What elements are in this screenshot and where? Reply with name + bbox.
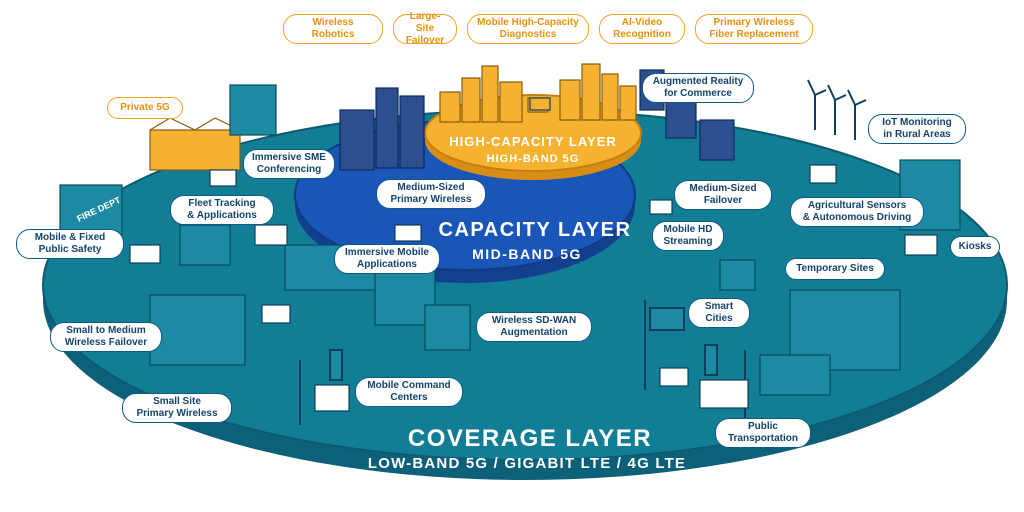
label-temporary-sites: Temporary Sites — [785, 258, 885, 280]
label-iot-rural: IoT Monitoring in Rural Areas — [868, 114, 966, 144]
label-mobile-hd-streaming: Mobile HD Streaming — [652, 221, 724, 251]
label-mobile-command: Mobile Command Centers — [355, 377, 463, 407]
label-mobile-fixed-safety: Mobile & Fixed Public Safety — [16, 229, 124, 259]
label-agricultural-sensors: Agricultural Sensors & Autonomous Drivin… — [790, 197, 924, 227]
capacity-layer-subtitle: MID-BAND 5G — [472, 246, 582, 262]
coverage-layer-title: COVERAGE LAYER — [408, 425, 652, 452]
private-5g-building — [149, 117, 241, 171]
high-capacity-layer-title: HIGH-CAPACITY LAYER — [449, 134, 617, 149]
label-small-medium-failover: Small to Medium Wireless Failover — [50, 322, 162, 352]
label-immersive-mobile: Immersive Mobile Applications — [334, 244, 440, 274]
label-large-site-failover: Large-Site Failover — [393, 11, 457, 46]
label-private-5g: Private 5G — [107, 97, 183, 119]
high-capacity-layer-subtitle: HIGH-BAND 5G — [487, 153, 580, 165]
label-immersive-sme: Immersive SME Conferencing — [243, 149, 335, 179]
label-augmented-reality: Augmented Reality for Commerce — [642, 73, 754, 103]
label-mobile-high-capacity-diagnostics: Mobile High-Capacity Diagnostics — [467, 14, 589, 44]
label-medium-sized-failover: Medium-Sized Failover — [674, 180, 772, 210]
label-primary-wireless-fiber-replacement: Primary Wireless Fiber Replacement — [695, 14, 813, 44]
wind-turbines — [807, 79, 867, 140]
label-kiosks: Kiosks — [950, 236, 1000, 258]
label-small-site-primary: Small Site Primary Wireless — [122, 393, 232, 423]
label-ai-video-recognition: AI-Video Recognition — [599, 14, 685, 44]
capacity-buildings — [339, 69, 735, 171]
capacity-layer-title: CAPACITY LAYER — [439, 219, 632, 241]
label-wireless-sdwan: Wireless SD-WAN Augmentation — [476, 312, 592, 342]
label-smart-cities: Smart Cities — [688, 298, 750, 328]
vehicles — [129, 97, 938, 412]
label-medium-sized-primary: Medium-Sized Primary Wireless — [376, 179, 486, 209]
label-public-transportation: Public Transportation — [715, 418, 811, 448]
coverage-layer-subtitle: LOW-BAND 5G / GIGABIT LTE / 4G LTE — [368, 455, 686, 472]
label-wireless-robotics: Wireless Robotics — [283, 14, 383, 44]
label-fleet-tracking: Fleet Tracking & Applications — [170, 195, 274, 225]
street-poles — [299, 300, 746, 425]
